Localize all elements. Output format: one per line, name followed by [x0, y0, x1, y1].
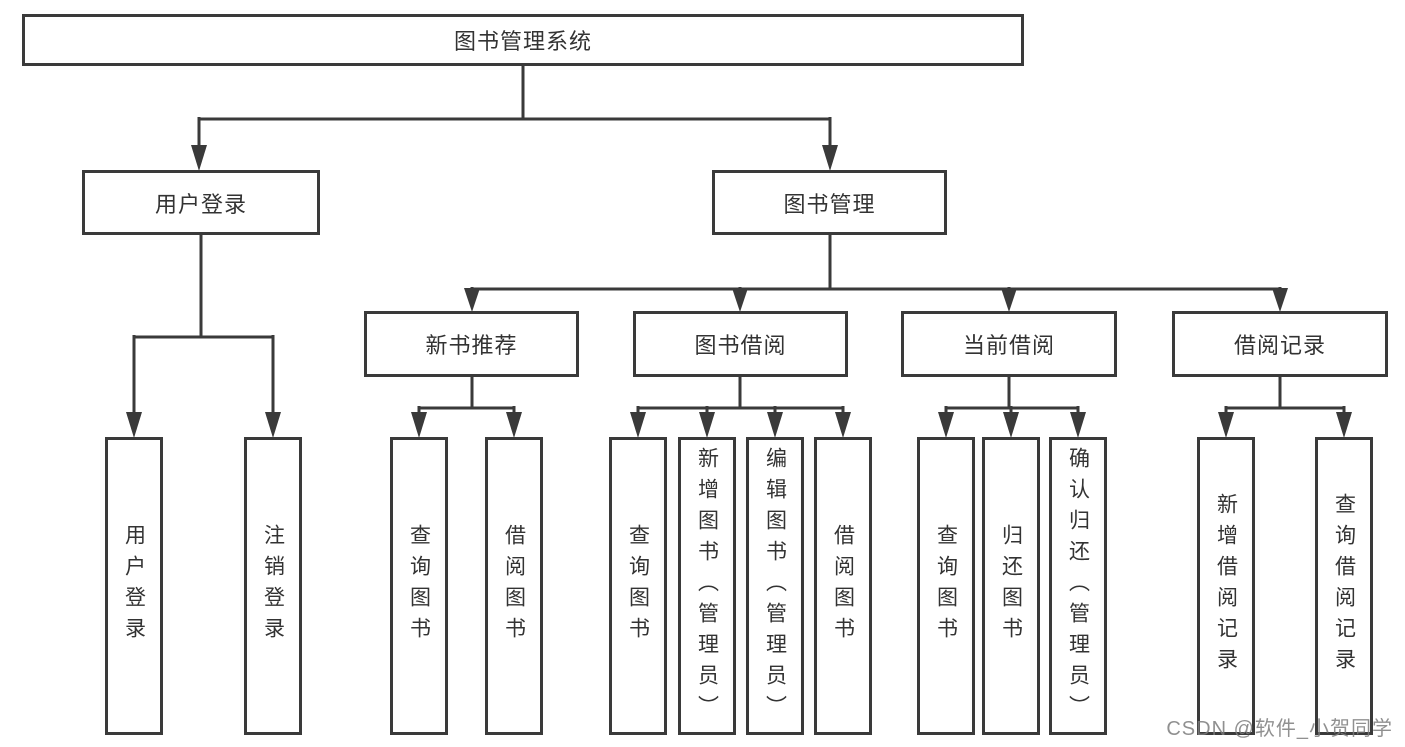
node-borrow-records: 借阅记录 — [1172, 311, 1388, 377]
node-label: 新增图书（管理员） — [695, 446, 719, 726]
leaf-query-books-1: 查询图书 — [390, 437, 448, 735]
node-label: 查询图书 — [407, 524, 431, 648]
node-label: 查询图书 — [934, 524, 958, 648]
leaf-query-books-2: 查询图书 — [609, 437, 667, 735]
leaf-borrow-books-1: 借阅图书 — [485, 437, 543, 735]
leaf-borrow-books-2: 借阅图书 — [814, 437, 872, 735]
leaf-user-login: 用户登录 — [105, 437, 163, 735]
node-label: 新书推荐 — [425, 333, 518, 358]
leaf-return-books: 归还图书 — [982, 437, 1040, 735]
node-label: 图书管理 — [783, 191, 876, 217]
node-new-book-recommend: 新书推荐 — [364, 311, 579, 377]
node-book-management: 图书管理 — [712, 170, 947, 235]
leaf-edit-books-admin: 编辑图书（管理员） — [746, 437, 804, 735]
leaf-logout: 注销登录 — [244, 437, 302, 735]
node-user-login: 用户登录 — [82, 170, 320, 235]
node-label: 当前借阅 — [962, 333, 1055, 358]
node-label: 确认归还（管理员） — [1066, 446, 1090, 726]
node-label: 查询图书 — [626, 524, 650, 648]
node-label: 借阅图书 — [502, 524, 526, 648]
node-label: 借阅图书 — [831, 524, 855, 648]
node-label: 图书借阅 — [694, 333, 787, 358]
node-label: 用户登录 — [122, 524, 146, 648]
node-root-system: 图书管理系统 — [22, 14, 1024, 66]
node-label: 查询借阅记录 — [1332, 493, 1356, 679]
leaf-query-books-3: 查询图书 — [917, 437, 975, 735]
node-label: 图书管理系统 — [453, 29, 592, 54]
node-book-borrowing: 图书借阅 — [633, 311, 848, 377]
leaf-add-books-admin: 新增图书（管理员） — [678, 437, 736, 735]
csdn-watermark: CSDN @软件_小贺同学 — [1166, 718, 1393, 740]
node-label: 借阅记录 — [1233, 333, 1326, 358]
leaf-query-borrow-record: 查询借阅记录 — [1315, 437, 1373, 735]
node-label: 归还图书 — [999, 524, 1023, 648]
leaf-confirm-return-admin: 确认归还（管理员） — [1049, 437, 1107, 735]
leaf-add-borrow-record: 新增借阅记录 — [1197, 437, 1255, 735]
node-label: 编辑图书（管理员） — [763, 446, 787, 726]
node-label: 用户登录 — [154, 191, 247, 217]
node-label: 注销登录 — [261, 524, 285, 648]
node-current-borrowing: 当前借阅 — [901, 311, 1117, 377]
node-label: 新增借阅记录 — [1214, 493, 1238, 679]
